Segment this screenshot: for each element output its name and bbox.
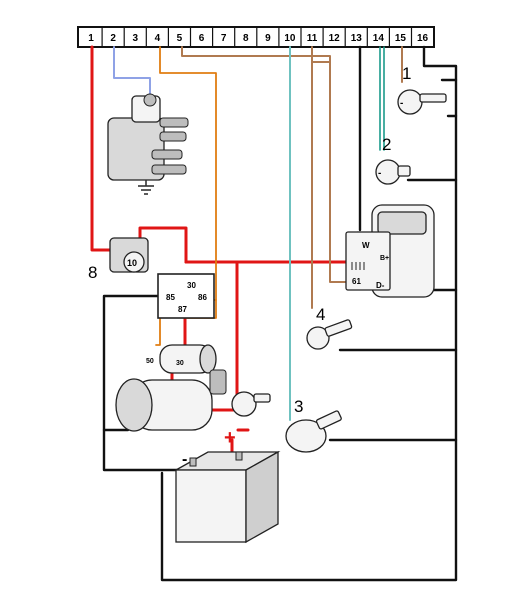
terminal-pin-6: 6: [189, 27, 205, 47]
sender-1-label: 1: [402, 64, 411, 83]
terminal-pin-5: 5: [167, 27, 183, 47]
sender-4: [306, 319, 353, 350]
terminal-pin-label: 4: [155, 33, 161, 44]
terminal-pin-label: 13: [351, 33, 363, 44]
labels: 1 2 3 4 8 10 30 85 86 87 50 30 W B+ 61 D…: [88, 64, 411, 468]
terminal-pin-15: 15: [388, 27, 407, 47]
ignition-switch: [231, 391, 271, 417]
starter-pin-50: 50: [146, 358, 154, 365]
signal-wires: [113, 46, 403, 421]
alt-bplus: B+: [380, 255, 389, 262]
starter-pin-30: 30: [176, 360, 184, 367]
terminal-pin-label: 6: [199, 33, 205, 44]
sender-1: -: [397, 89, 447, 115]
terminal-pin-label: 12: [329, 33, 341, 44]
main-relay: [157, 273, 215, 319]
relay-pin-30: 30: [187, 281, 196, 290]
alt-61: 61: [352, 277, 361, 286]
svg-text:-: -: [378, 168, 381, 179]
terminal-pin-label: 11: [307, 33, 318, 44]
terminal-pin-label: 14: [373, 33, 385, 44]
terminal-pin-3: 3: [123, 27, 138, 47]
terminal-pin-label: 2: [110, 33, 116, 44]
sender-4-label: 4: [316, 305, 325, 324]
battery-minus: -: [182, 451, 187, 468]
terminal-pin-11: 11: [300, 27, 318, 47]
sender-3: [285, 410, 342, 453]
terminal-pin-2: 2: [101, 27, 116, 47]
terminal-pin-7: 7: [212, 27, 227, 47]
relay-pin-86: 86: [198, 293, 207, 302]
sender-3-label: 3: [294, 397, 303, 416]
relay-pin-85: 85: [166, 293, 175, 302]
battery-plus: +: [224, 427, 236, 449]
terminal-pin-label: 10: [284, 33, 296, 44]
terminal-pin-label: 9: [265, 33, 271, 44]
alternator-icon: [345, 204, 435, 298]
terminal-pin-1: 1: [88, 33, 94, 44]
black-wires: [102, 45, 458, 582]
sender-2-label: 2: [382, 135, 391, 154]
terminal-pin-label: 1: [88, 33, 94, 44]
terminal-pin-14: 14: [366, 27, 385, 47]
terminal-pin-12: 12: [322, 27, 341, 47]
alt-dminus: D-: [376, 281, 385, 290]
relay-8-label: 8: [88, 263, 97, 282]
battery-icon: [173, 450, 281, 544]
terminal-pin-16: 16: [410, 27, 429, 47]
terminal-pin-label: 16: [417, 33, 429, 44]
starter-motor-icon: [115, 344, 227, 432]
terminal-pin-label: 7: [221, 33, 227, 44]
relay-pin-87: 87: [178, 305, 187, 314]
relay-badge: 10: [127, 258, 137, 268]
terminal-pin-13: 13: [344, 27, 363, 47]
terminal-pin-label: 15: [395, 33, 407, 44]
terminal-pin-10: 10: [278, 27, 296, 47]
small-relay: [109, 237, 149, 273]
terminal-pin-label: 8: [243, 33, 249, 44]
terminal-pin-4: 4: [145, 27, 161, 47]
ground-symbol-icon: [138, 185, 154, 195]
svg-text:-: -: [400, 98, 403, 109]
sender-2: -: [375, 159, 411, 185]
distributor-icon: [107, 93, 189, 186]
terminal-pin-8: 8: [234, 27, 249, 47]
alt-w: W: [362, 241, 370, 250]
terminal-pin-label: 3: [132, 33, 138, 44]
terminal-pin-9: 9: [256, 27, 271, 47]
terminal-pin-label: 5: [177, 33, 183, 44]
